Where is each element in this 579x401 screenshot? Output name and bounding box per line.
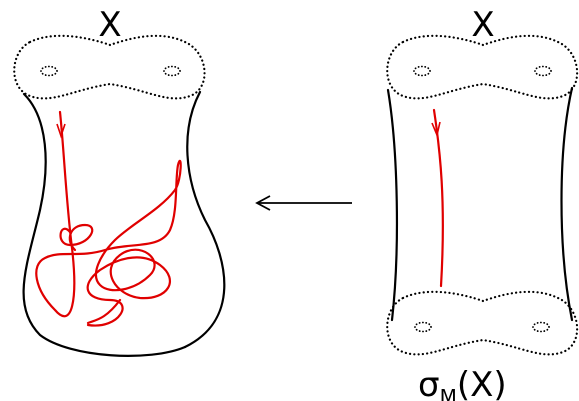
right-body-right-side [560, 86, 574, 322]
left-body-left-side [22, 92, 187, 357]
right-top-hole-right [534, 65, 552, 77]
sigma-subscript: M [440, 385, 457, 401]
right-figure: X σM(X) [386, 5, 579, 401]
left-top-boundary [13, 34, 206, 100]
left-x-label: X [98, 5, 121, 45]
right-bottom-hole-right [532, 321, 550, 333]
left-path-arrowhead [56, 123, 66, 139]
map-arrowhead [255, 195, 271, 211]
left-hole-right [163, 65, 181, 77]
right-bottom-boundary [386, 290, 579, 356]
sigma-symbol: σ [418, 365, 440, 401]
sigma-argument: (X) [457, 365, 507, 401]
right-sigma-label: σM(X) [418, 365, 507, 401]
right-path-arrowhead [431, 121, 441, 138]
left-hole-left [40, 65, 58, 77]
right-body-left-side [386, 88, 399, 322]
right-bottom-hole-left [414, 321, 432, 333]
left-red-path-loop [59, 223, 94, 252]
right-top-boundary [386, 34, 579, 100]
right-top-hole-left [413, 65, 431, 77]
right-x-label: X [471, 5, 494, 45]
left-red-path [35, 110, 182, 327]
right-red-path [432, 108, 444, 288]
left-figure: X [13, 5, 226, 357]
left-body-right-side [183, 90, 226, 349]
